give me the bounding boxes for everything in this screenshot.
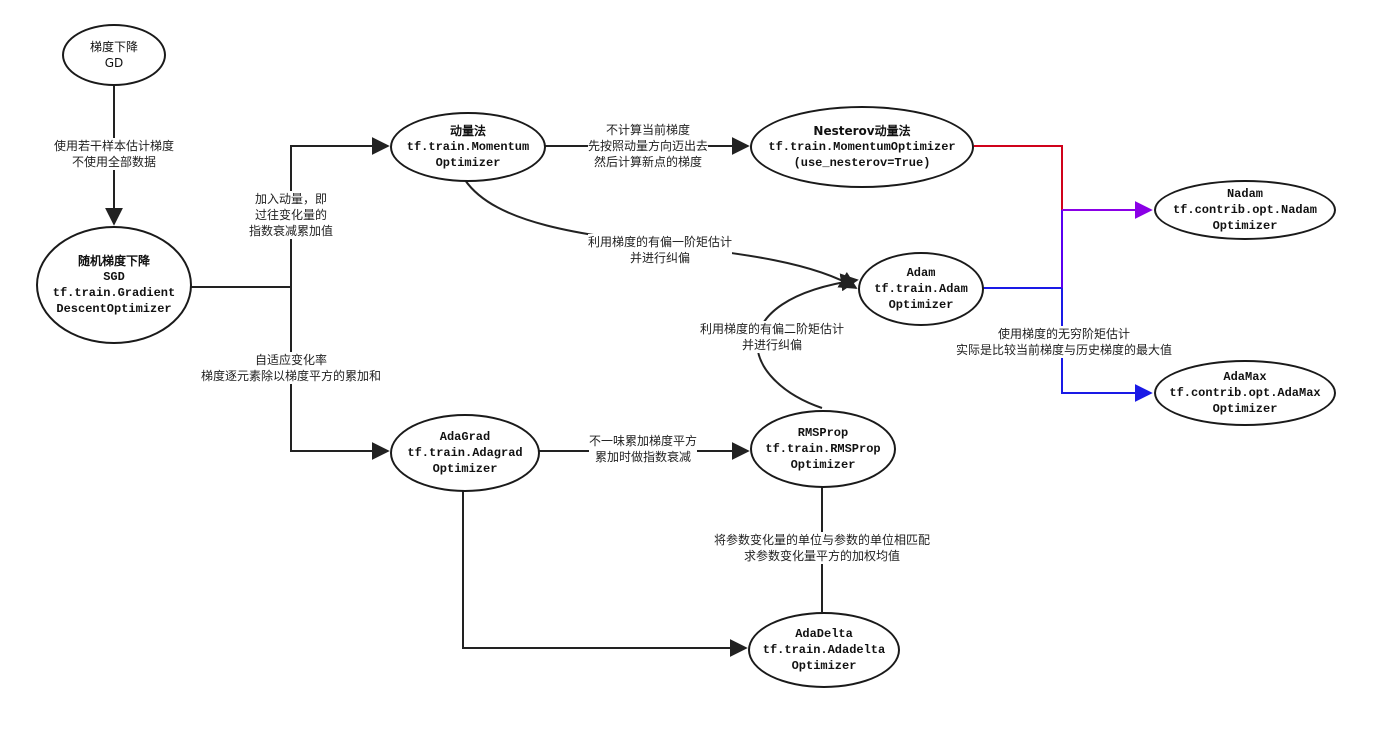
node-adam: Adam tf.train.Adam Optimizer [858,252,984,326]
node-nesterov: Nesterov动量法 tf.train.MomentumOptimizer (… [750,106,974,188]
label-rmsprop-adam: 利用梯度的有偏二阶矩估计并进行纠偏 [699,321,845,353]
node-adamax: AdaMax tf.contrib.opt.AdaMax Optimizer [1154,360,1336,426]
label-momentum-adam: 利用梯度的有偏一阶矩估计并进行纠偏 [587,234,733,266]
label-sgd-momentum: 加入动量，即过往变化量的指数衰减累加值 [248,191,334,239]
label-sgd-adagrad: 自适应变化率梯度逐元素除以梯度平方的累加和 [200,352,382,384]
edge-adagrad-adadelta [462,490,748,657]
node-sgd: 随机梯度下降 SGD tf.train.Gradient DescentOpti… [36,226,192,344]
node-nadam: Nadam tf.contrib.opt.Nadam Optimizer [1154,180,1336,240]
node-adagrad: AdaGrad tf.train.Adagrad Optimizer [390,414,540,492]
label-adam-adamax: 使用梯度的无穷阶矩估计实际是比较当前梯度与历史梯度的最大值 [955,326,1173,358]
node-adadelta: AdaDelta tf.train.Adadelta Optimizer [748,612,900,688]
label-gd-sgd: 使用若干样本估计梯度不使用全部数据 [53,138,175,170]
label-rmsprop-adadelta: 将参数变化量的单位与参数的单位相匹配求参数变化量平方的加权均值 [713,532,931,564]
label-momentum-nesterov: 不计算当前梯度先按照动量方向迈出去然后计算新点的梯度 [587,122,709,170]
edge-nesterov-nadam-red [974,145,1063,210]
node-gd: 梯度下降 GD [62,24,166,86]
node-rmsprop: RMSProp tf.train.RMSProp Optimizer [750,410,896,488]
edge-sgd-momentum [290,137,390,287]
label-adagrad-rmsprop: 不一味累加梯度平方累加时做指数衰减 [588,433,698,465]
edge-sgd-adagrad [290,287,390,460]
edge-to-adamax [1061,288,1153,402]
node-momentum: 动量法 tf.train.Momentum Optimizer [390,112,546,182]
